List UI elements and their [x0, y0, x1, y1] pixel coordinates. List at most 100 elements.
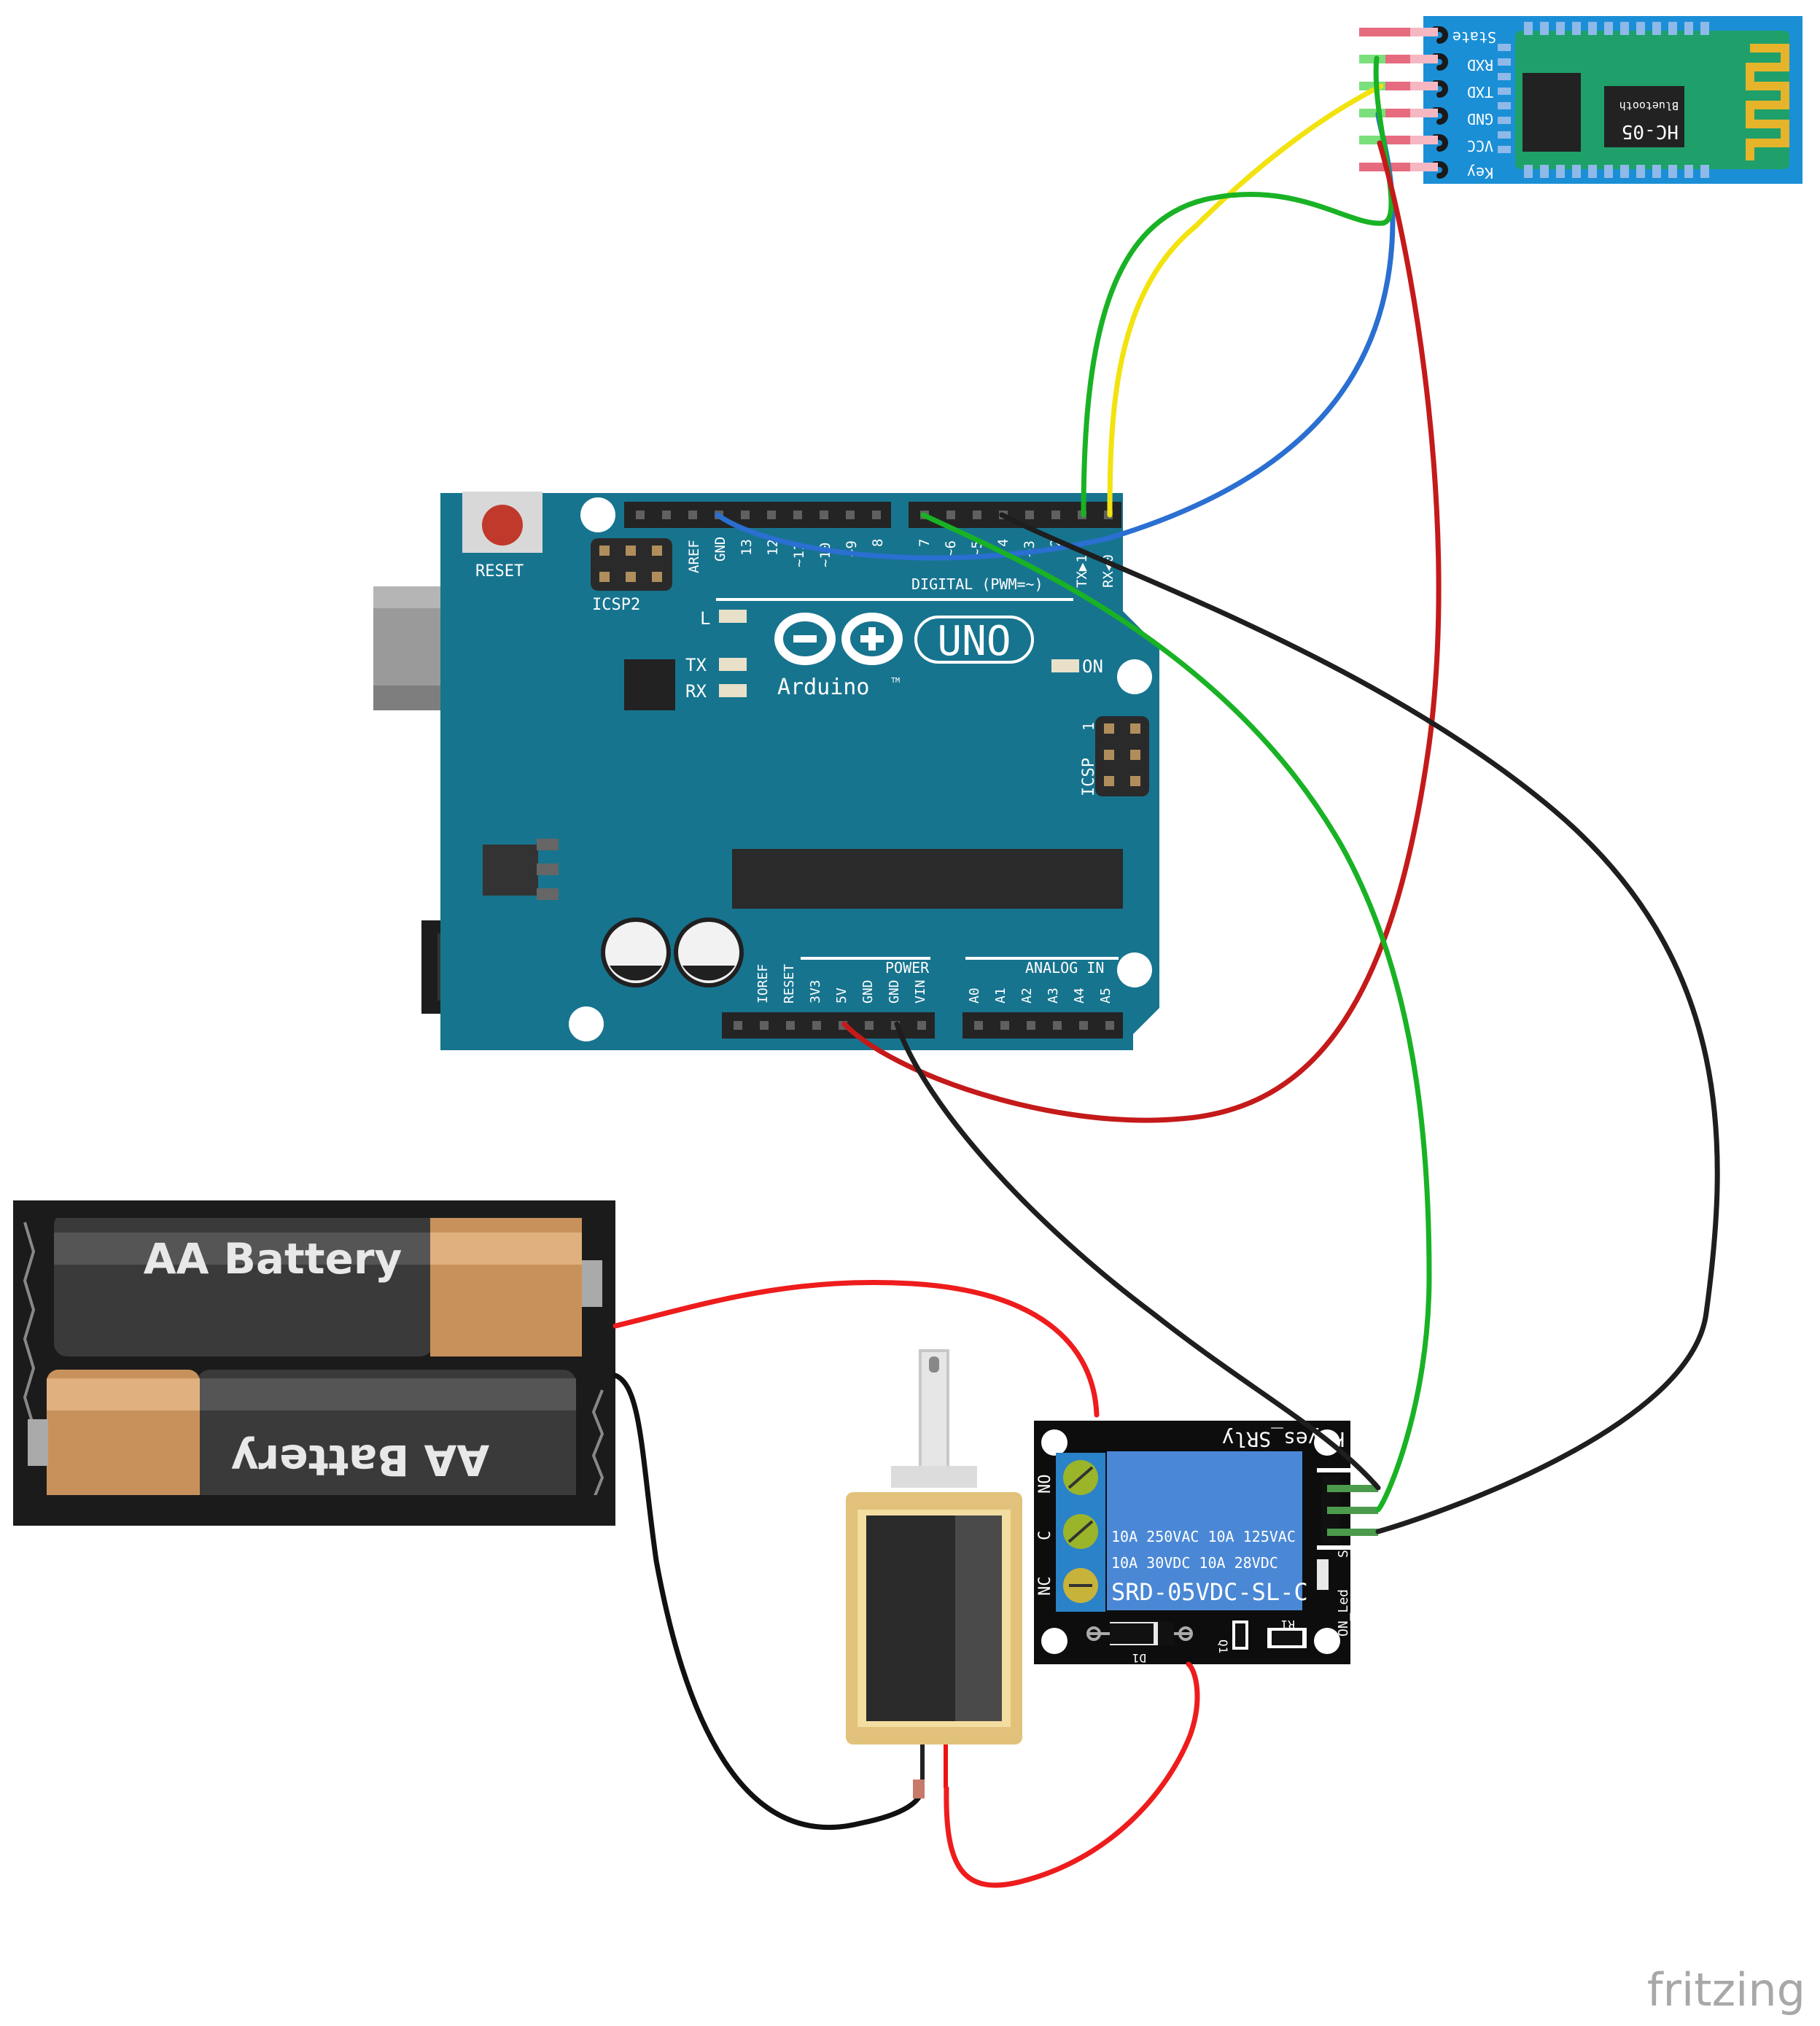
pin-label: 3V3 [808, 979, 823, 1004]
hc05-name: HC-05 [1622, 120, 1679, 142]
pin-label: A2 [1019, 987, 1035, 1004]
relay-pin-gnd[interactable] [1327, 1485, 1378, 1492]
on-led [1051, 659, 1079, 672]
battery-label-top: AA Battery [144, 1234, 402, 1284]
pin-label: ~11 [791, 543, 807, 567]
icsp-header [1095, 716, 1149, 796]
wire-red-battery[interactable] [612, 1279, 1100, 1418]
pin-label: A5 [1098, 987, 1113, 1004]
relay-module: Keyes_SRly NO C NC 10A 250VAC 10A 125VAC… [1034, 1421, 1378, 1665]
voltage-regulator [483, 839, 559, 900]
capacitor [674, 917, 744, 987]
uno-label: UNO [937, 618, 1011, 665]
rx-led-label: RX [685, 681, 707, 702]
icsp2-header [591, 538, 672, 591]
mount-hole [1117, 659, 1152, 694]
pin-label: A4 [1072, 987, 1087, 1004]
pin-label: GND [887, 979, 902, 1004]
solenoid-lock [846, 1349, 1022, 1788]
l-led-label: L [700, 608, 710, 629]
wire-yellow-tx[interactable] [1107, 83, 1384, 518]
rx-led [719, 684, 747, 697]
battery-label-bottom: AA Battery [231, 1435, 490, 1485]
wire-red-vcc[interactable] [841, 140, 1442, 1123]
relay-rating-1: 10A 250VAC 10A 125VAC [1111, 1528, 1296, 1545]
usb-chip [624, 659, 675, 710]
antenna-trace [1746, 44, 1789, 160]
d1-label: D1 [1132, 1651, 1146, 1665]
hc05-module: State RXD TXD GND VCC Key Bluetooth HC-0… [1359, 16, 1802, 184]
battery-cell-top: AA Battery [54, 1212, 602, 1357]
l-led [719, 610, 747, 623]
reset-button-cap[interactable] [482, 505, 523, 546]
pin-label: 8 [870, 539, 886, 547]
on-led-label: ON_Led [1336, 1589, 1351, 1637]
hc05-pin-label: GND [1467, 110, 1493, 128]
battery-pack: AA Battery AA Battery [13, 1200, 615, 1526]
pin-label: TX▶1 [1074, 554, 1090, 588]
terminal-label: NO [1036, 1475, 1054, 1494]
relay-header [1317, 1468, 1378, 1550]
pin-label: 12 [765, 539, 781, 556]
terminal-label: C [1036, 1531, 1054, 1540]
pin-label: AREF [686, 540, 702, 573]
icsp-pin1: 1 [1080, 722, 1097, 731]
wire-green-rx[interactable] [1081, 55, 1394, 518]
tx-led-label: TX [685, 655, 707, 675]
hc05-pin-label: State [1452, 28, 1496, 46]
wire-blue-gnd[interactable] [715, 111, 1396, 561]
pin-label: A3 [1046, 987, 1061, 1004]
wire-green-signal[interactable] [920, 512, 1432, 1513]
signal-label: S [1336, 1550, 1351, 1558]
terminal-screw[interactable] [1063, 1514, 1098, 1549]
hc05-pin-label: TXD [1467, 83, 1493, 101]
pin-label: 4 [995, 539, 1011, 547]
terminal-screw[interactable] [1063, 1568, 1098, 1603]
wire-red-solenoid[interactable] [944, 1661, 1200, 1888]
battery-cell-bottom: AA Battery [28, 1370, 576, 1514]
arduino-board [440, 493, 1159, 1050]
icsp-label: ICSP [1080, 758, 1098, 796]
wire-black-relay[interactable] [999, 512, 1720, 1534]
relay-model: SRD-05VDC-SL-C [1111, 1578, 1308, 1606]
relay-on-led [1317, 1559, 1329, 1590]
relay-pin-signal[interactable] [1327, 1529, 1378, 1536]
hc05-chip-1 [1522, 73, 1581, 152]
icsp2-label: ICSP2 [592, 596, 640, 614]
tx-led [719, 658, 747, 671]
r1-label: R1 [1281, 1618, 1295, 1631]
relay-cube [1107, 1451, 1302, 1610]
analog-label: ANALOG IN [1025, 959, 1104, 977]
pin-label: IOREF [755, 964, 771, 1004]
hc05-subtitle: Bluetooth [1619, 99, 1679, 112]
terminal-label: NC [1036, 1577, 1054, 1596]
wires [612, 55, 1720, 1888]
hc05-pin-label: RXD [1467, 56, 1493, 74]
pin-label: VIN [913, 979, 928, 1004]
analog-header [962, 1012, 1123, 1039]
tm-label: TM [891, 677, 900, 685]
pin-label: RESET [782, 964, 797, 1004]
solenoid-collar [891, 1466, 977, 1488]
relay-rating-2: 10A 30VDC 10A 28VDC [1111, 1554, 1278, 1572]
pin-label: ~10 [817, 543, 833, 567]
wire-black-battery[interactable] [612, 1373, 925, 1830]
relay-pin-vcc[interactable] [1327, 1507, 1378, 1514]
on-led-label: ON [1082, 656, 1103, 677]
hc05-pin-state[interactable] [1359, 28, 1410, 36]
resistor-r1 [1267, 1628, 1307, 1648]
pin-label: 7 [917, 539, 933, 547]
arduino-uno: RESET ICSP2 [373, 492, 1159, 1050]
diode-d1 [1086, 1622, 1193, 1645]
pin-label: A0 [967, 987, 982, 1004]
power-label: POWER [885, 959, 930, 977]
pin-label: 13 [739, 539, 755, 556]
pin-label: ~6 [943, 540, 959, 557]
mount-hole [569, 1006, 604, 1041]
hc05-chip-2 [1604, 86, 1684, 147]
capacitor [601, 917, 671, 987]
terminal-screw[interactable] [1063, 1460, 1098, 1495]
q1-label: Q1 [1216, 1639, 1230, 1653]
wire-black-gnd[interactable] [894, 1021, 1381, 1491]
